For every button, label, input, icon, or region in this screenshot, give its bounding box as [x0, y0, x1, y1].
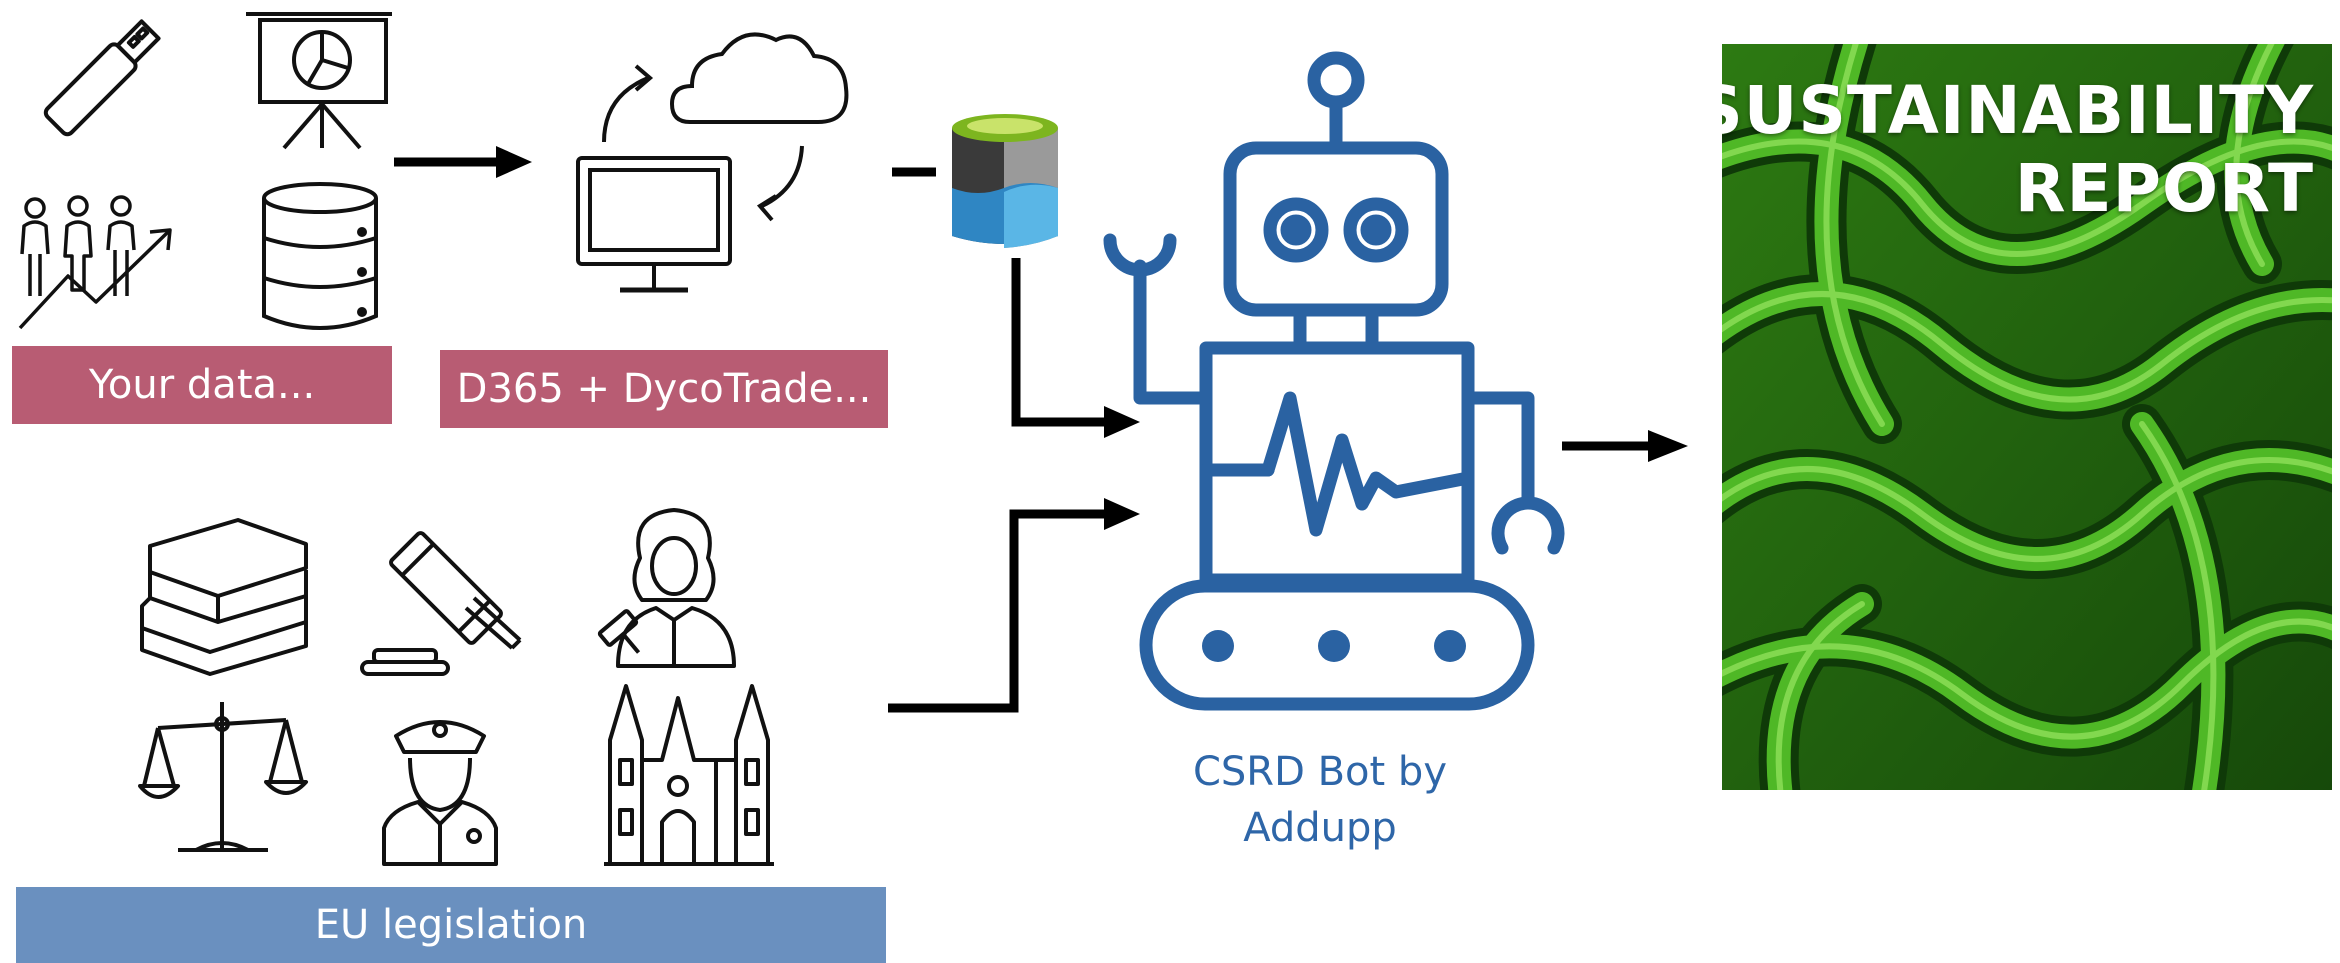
robot-wheels [1202, 630, 1466, 662]
scales-of-justice-icon [138, 702, 308, 852]
arrow-data-to-platform [394, 146, 532, 178]
arrow-bot-to-report [1562, 430, 1688, 462]
books-icon [140, 518, 308, 676]
data-lake-icon [952, 114, 1058, 248]
cathedral-icon [604, 684, 774, 866]
bot-caption-line2: Addupp [1243, 805, 1397, 851]
police-officer-icon [382, 720, 498, 866]
arrow-legislation-to-bot [888, 498, 1140, 713]
report-title-line2: REPORT [2014, 150, 2314, 227]
people-growth-icon [18, 195, 172, 330]
bot-caption-line1: CSRD Bot by [1192, 749, 1447, 795]
presentation-chart-icon [246, 12, 392, 150]
eu-legislation-label: EU legislation [16, 887, 886, 963]
coral-texture-image [1722, 44, 2332, 790]
your-data-label-text: Your data... [88, 362, 316, 408]
database-icon [262, 182, 378, 330]
computer-monitor-icon [576, 156, 732, 293]
your-data-label: Your data... [12, 346, 392, 424]
report-title: SUSTAINABILITY REPORT [1722, 72, 2314, 228]
bot-caption: CSRD Bot by Addupp [1120, 744, 1520, 856]
cloud-icon [669, 32, 849, 124]
d365-label-text: D365 + DycoTrade... [456, 366, 872, 412]
d365-label: D365 + DycoTrade... [440, 350, 888, 428]
sustainability-report-cover: SUSTAINABILITY REPORT [1722, 44, 2332, 790]
eu-legislation-label-text: EU legislation [314, 902, 588, 948]
usb-drive-icon [43, 19, 161, 137]
judge-icon [597, 508, 736, 668]
gavel-icon [360, 531, 522, 676]
sync-arrows-icon [602, 64, 804, 222]
arrow-lake-to-bot [1011, 258, 1140, 438]
report-title-line1: SUSTAINABILITY [1722, 72, 2314, 149]
robot-icon [1103, 51, 1565, 711]
